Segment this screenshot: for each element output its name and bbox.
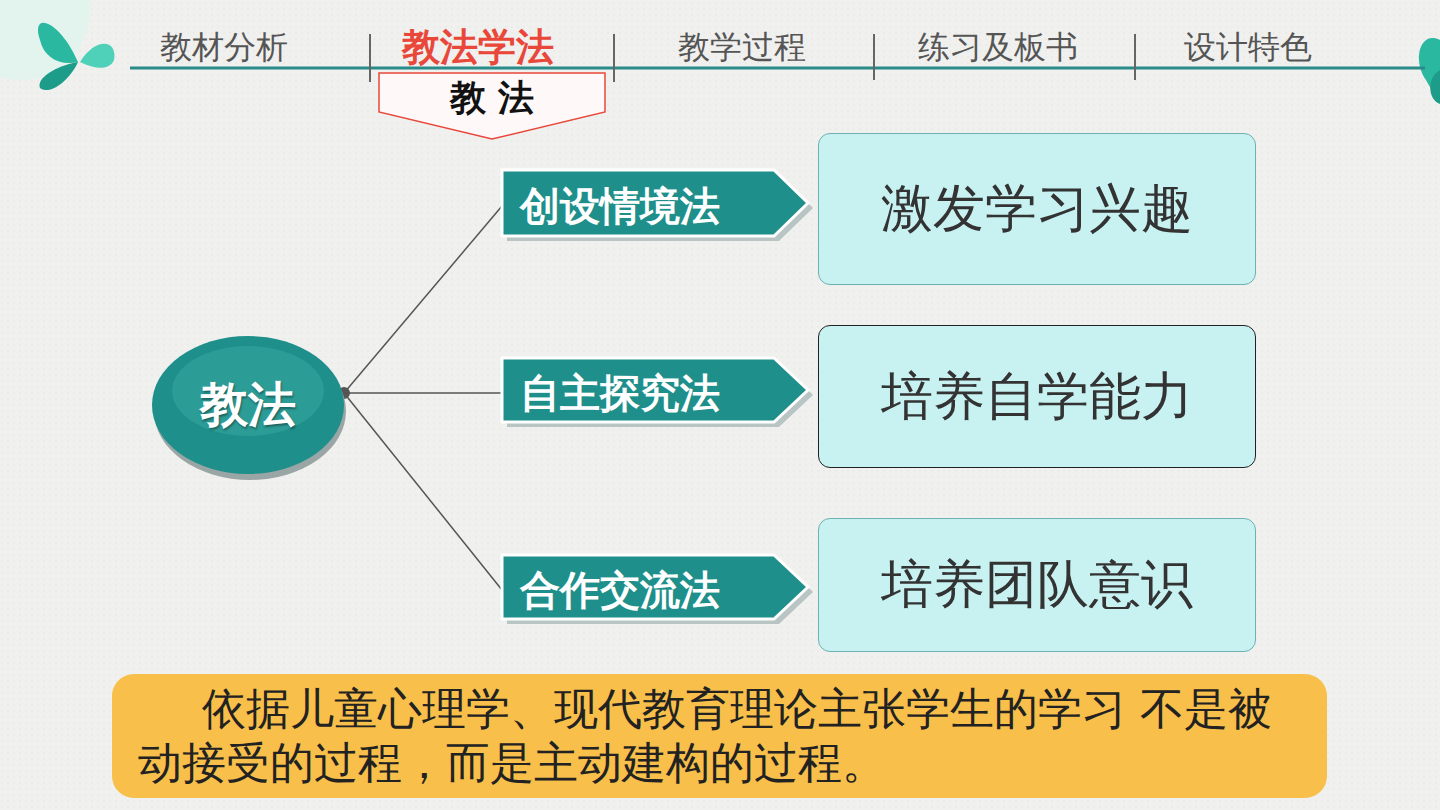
method-arrow-text: 自主探究法 <box>520 366 720 421</box>
sub-tab-text: 教 法 <box>450 74 535 123</box>
method-arrow: 自主探究法 <box>502 358 814 428</box>
connector <box>344 393 502 590</box>
nav-tab: 设计特色 <box>1184 26 1312 70</box>
root-ellipse-text: 教法 <box>200 373 296 437</box>
connector <box>344 206 502 393</box>
nav-tab: 教材分析 <box>160 26 288 70</box>
nav-tab-active: 教法学法 <box>402 22 554 73</box>
goal-box-text: 激发学习兴趣 <box>881 174 1193 244</box>
corner-glow <box>0 0 90 80</box>
method-arrow: 合作交流法 <box>502 555 814 625</box>
nav-rule <box>130 67 1425 70</box>
note-box-text: 依据儿童心理学、现代教育理论主张学生的学习 不是被动接受的过程，而是主动建构的过… <box>138 682 1301 789</box>
sub-tab: 教 法 <box>378 72 606 140</box>
nav-tab: 练习及板书 <box>918 26 1078 70</box>
method-arrow: 创设情境法 <box>502 170 814 242</box>
goal-box-text: 培养团队意识 <box>881 550 1193 620</box>
root-ellipse: 教法 <box>150 330 346 480</box>
connector <box>344 392 502 394</box>
goal-box: 培养团队意识 <box>818 518 1256 652</box>
method-arrow-text: 合作交流法 <box>520 563 720 618</box>
butterfly-left <box>38 23 114 90</box>
goal-box: 培养自学能力 <box>818 325 1256 468</box>
goal-box: 激发学习兴趣 <box>818 133 1256 285</box>
butterfly-right <box>1419 38 1440 104</box>
nav-tab: 教学过程 <box>678 26 806 70</box>
method-arrow-text: 创设情境法 <box>520 179 720 234</box>
note-box: 依据儿童心理学、现代教育理论主张学生的学习 不是被动接受的过程，而是主动建构的过… <box>112 674 1327 798</box>
goal-box-text: 培养自学能力 <box>881 362 1193 432</box>
